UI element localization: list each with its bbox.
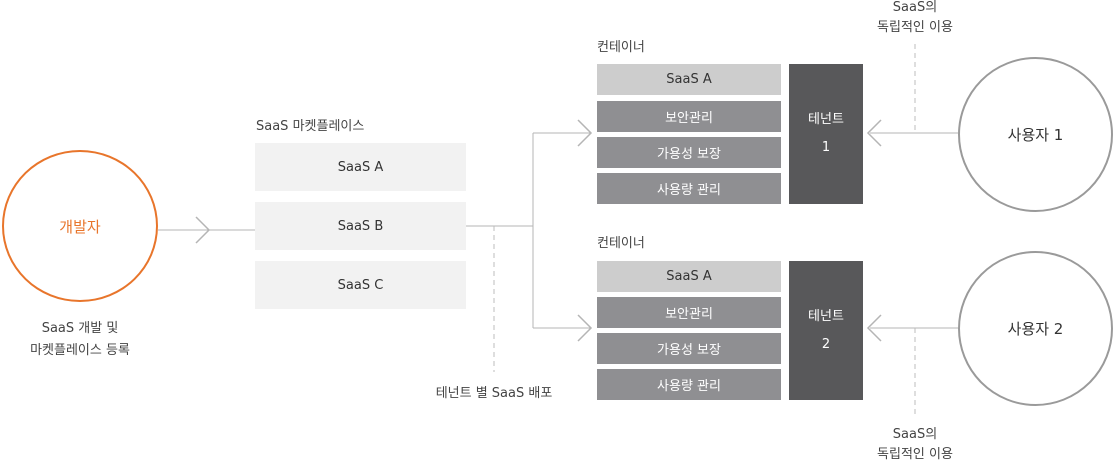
deploy-caption: 테넌트 별 SaaS 배포 [435, 386, 553, 401]
container-2-arrow-icon [577, 314, 593, 342]
user-1-circle: 사용자 1 [958, 57, 1113, 212]
container-2-service-availability: 가용성 보장 [597, 333, 781, 364]
user-2-note-line2: 독립적인 이용 [877, 447, 953, 462]
tenant-1-box: 테넌트 1 [789, 64, 863, 204]
container-2-service-security: 보안관리 [597, 297, 781, 328]
tenant-1-number: 1 [821, 140, 831, 155]
tenant-2-number: 2 [821, 336, 831, 352]
container-2-service-usage: 사용량 관리 [597, 369, 781, 400]
container-1-service-security: 보안관리 [597, 101, 781, 132]
container-2-service-saas-a: SaaS A [597, 261, 781, 292]
user-2-circle: 사용자 2 [958, 251, 1113, 406]
user-2-note-line1: SaaS의 [892, 427, 938, 442]
container-1-service-usage: 사용량 관리 [597, 173, 781, 204]
container-1-arrow-icon [577, 119, 593, 147]
marketplace-item-saas-a: SaaS A [255, 143, 466, 191]
marketplace-title: SaaS 마켓플레이스 [256, 119, 365, 134]
container-2-title: 컨테이너 [597, 236, 645, 251]
user-2-label: 사용자 2 [1007, 320, 1064, 338]
tenant-2-box: 테넌트 2 [789, 261, 863, 400]
tenant-2-label: 테넌트 [808, 308, 844, 324]
user-1-label: 사용자 1 [1007, 126, 1064, 144]
container-1-service-saas-a: SaaS A [597, 64, 781, 95]
user-1-note-line2: 독립적인 이용 [877, 20, 953, 35]
developer-label: 개발자 [59, 217, 101, 236]
tenant-1-label: 테넌트 [808, 112, 844, 127]
marketplace-item-saas-c: SaaS C [255, 261, 466, 309]
developer-caption-line1: SaaS 개발 및 [41, 321, 119, 336]
user-1-arrow-icon [866, 119, 882, 147]
marketplace-item-saas-b: SaaS B [255, 202, 466, 250]
developer-circle: 개발자 [2, 150, 158, 302]
user-2-arrow-icon [866, 314, 882, 342]
dev-arrow-icon [195, 216, 211, 244]
container-1-service-availability: 가용성 보장 [597, 137, 781, 168]
developer-caption-line2: 마켓플레이스 등록 [30, 343, 130, 358]
user-1-note-line1: SaaS의 [892, 0, 938, 15]
container-1-title: 컨테이너 [597, 40, 645, 55]
